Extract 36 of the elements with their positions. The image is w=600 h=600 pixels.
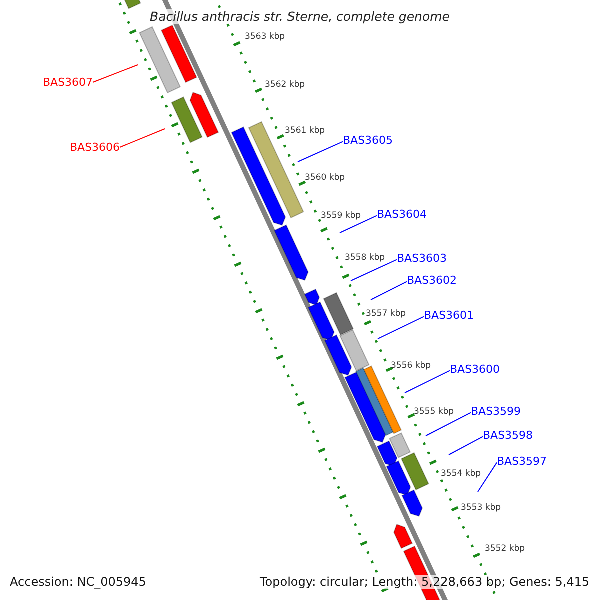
scale-label: 3552 kbp [485, 544, 526, 554]
leader-line [370, 281, 408, 300]
leader-line [350, 259, 398, 282]
leader-line [448, 436, 484, 456]
leader-line [92, 64, 138, 83]
gene-label: BAS3604 [377, 208, 428, 221]
gene-label: BAS3601 [424, 308, 474, 322]
scale-label: 3553 kbp [461, 503, 502, 514]
leader-line [426, 412, 472, 436]
scale-label: 3563 kbp [245, 32, 286, 42]
gene-label: BAS3605 [343, 134, 394, 147]
gene-label: BAS3603 [397, 252, 448, 265]
gene-label: BAS3597 [497, 454, 548, 468]
genome-info-text: Topology: circular; Length: 5,228,663 bp; Genes: 5,415 [258, 575, 592, 590]
gene-label: BAS3607 [43, 76, 94, 89]
gene-label: BAS3599 [471, 404, 522, 418]
gene-label: BAS3606 [70, 140, 120, 154]
scale-label: 3556 kbp [391, 361, 432, 372]
leader-line [120, 128, 166, 148]
accession-text: Accession: NC_005945 [8, 575, 148, 590]
scale-label: 3558 kbp [345, 253, 386, 264]
leader-line [404, 370, 450, 394]
scale-label: 3555 kbp [414, 407, 454, 418]
scale-label: 3561 kbp [285, 126, 326, 136]
scale-label: 3559 kbp [321, 211, 362, 222]
leader-line [478, 462, 498, 492]
leader-line [378, 316, 424, 340]
leader-line [340, 215, 378, 234]
leader-line [298, 141, 344, 162]
gene-label: BAS3598 [483, 428, 534, 442]
scale-label: 3554 kbp [441, 469, 482, 480]
scale-label: 3557 kbp [366, 309, 406, 320]
gene-label: BAS3600 [450, 362, 500, 376]
scale-label: 3560 kbp [305, 173, 346, 184]
gene-label: BAS3602 [407, 274, 458, 287]
scale-label: 3562 kbp [265, 80, 306, 90]
